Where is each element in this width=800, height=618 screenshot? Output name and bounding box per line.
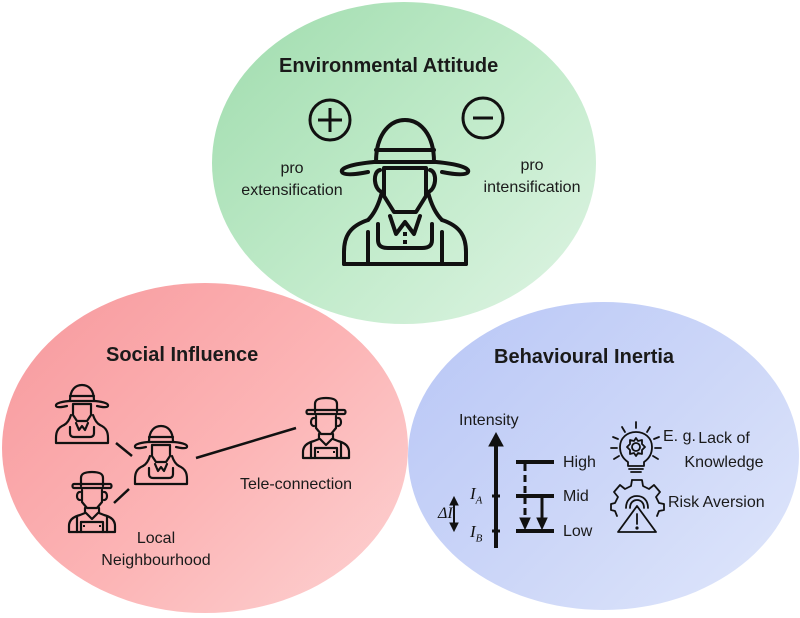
lightbulb-gear-icon [610, 421, 662, 473]
lack-of-knowledge-text: Lack of Knowledge [672, 427, 776, 475]
minus-circle-icon [461, 96, 505, 140]
behavioural-inertia-ellipse [408, 302, 799, 610]
male-farmer-icon [301, 396, 351, 460]
female-farmer-icon [339, 118, 471, 266]
gear-warning-icon [610, 479, 665, 533]
delta-i-label: ΔI [438, 505, 453, 522]
pro-intensification-label: pro intensification [472, 155, 592, 199]
intensity-axis-label: Intensity [459, 412, 519, 429]
ib-symbol: I [470, 522, 476, 541]
behavioural-inertia-title: Behavioural Inertia [494, 346, 675, 368]
male-farmer-icon [67, 470, 117, 534]
pro-label: pro [280, 160, 304, 177]
female-farmer-icon [133, 424, 189, 486]
intensity-level-diagram [449, 431, 554, 548]
intensification-label: intensification [483, 179, 581, 196]
level-mid-label: Mid [563, 488, 589, 505]
lack-of-label: Lack of [698, 430, 750, 447]
ib-subscript: B [475, 532, 483, 545]
knowledge-label: Knowledge [684, 454, 764, 471]
ia-subscript: A [475, 494, 483, 507]
ia-symbol: I [470, 484, 476, 503]
social-influence-title: Social Influence [106, 344, 259, 366]
level-high-label: High [563, 454, 596, 471]
tele-link-line [195, 426, 297, 460]
ia-label: IA [470, 484, 482, 506]
female-farmer-icon [54, 383, 110, 445]
pro-label: pro [520, 157, 544, 174]
example-label: E. g. [663, 428, 696, 445]
local-neighbourhood-label: Local Neighbourhood [86, 528, 226, 572]
local-label: Local [136, 530, 176, 547]
environmental-attitude-title: Environmental Attitude [279, 55, 499, 77]
pro-extensification-label: pro extensification [229, 158, 355, 202]
local-link-line [115, 442, 133, 457]
ib-label: IB [470, 522, 482, 544]
neighbourhood-label: Neighbourhood [101, 552, 211, 569]
plus-circle-icon [308, 98, 352, 142]
risk-aversion-label: Risk Aversion [668, 494, 765, 511]
local-link-line [113, 488, 130, 504]
level-low-label: Low [563, 523, 593, 540]
tele-connection-label: Tele-connection [240, 476, 353, 493]
extensification-label: extensification [241, 182, 343, 199]
